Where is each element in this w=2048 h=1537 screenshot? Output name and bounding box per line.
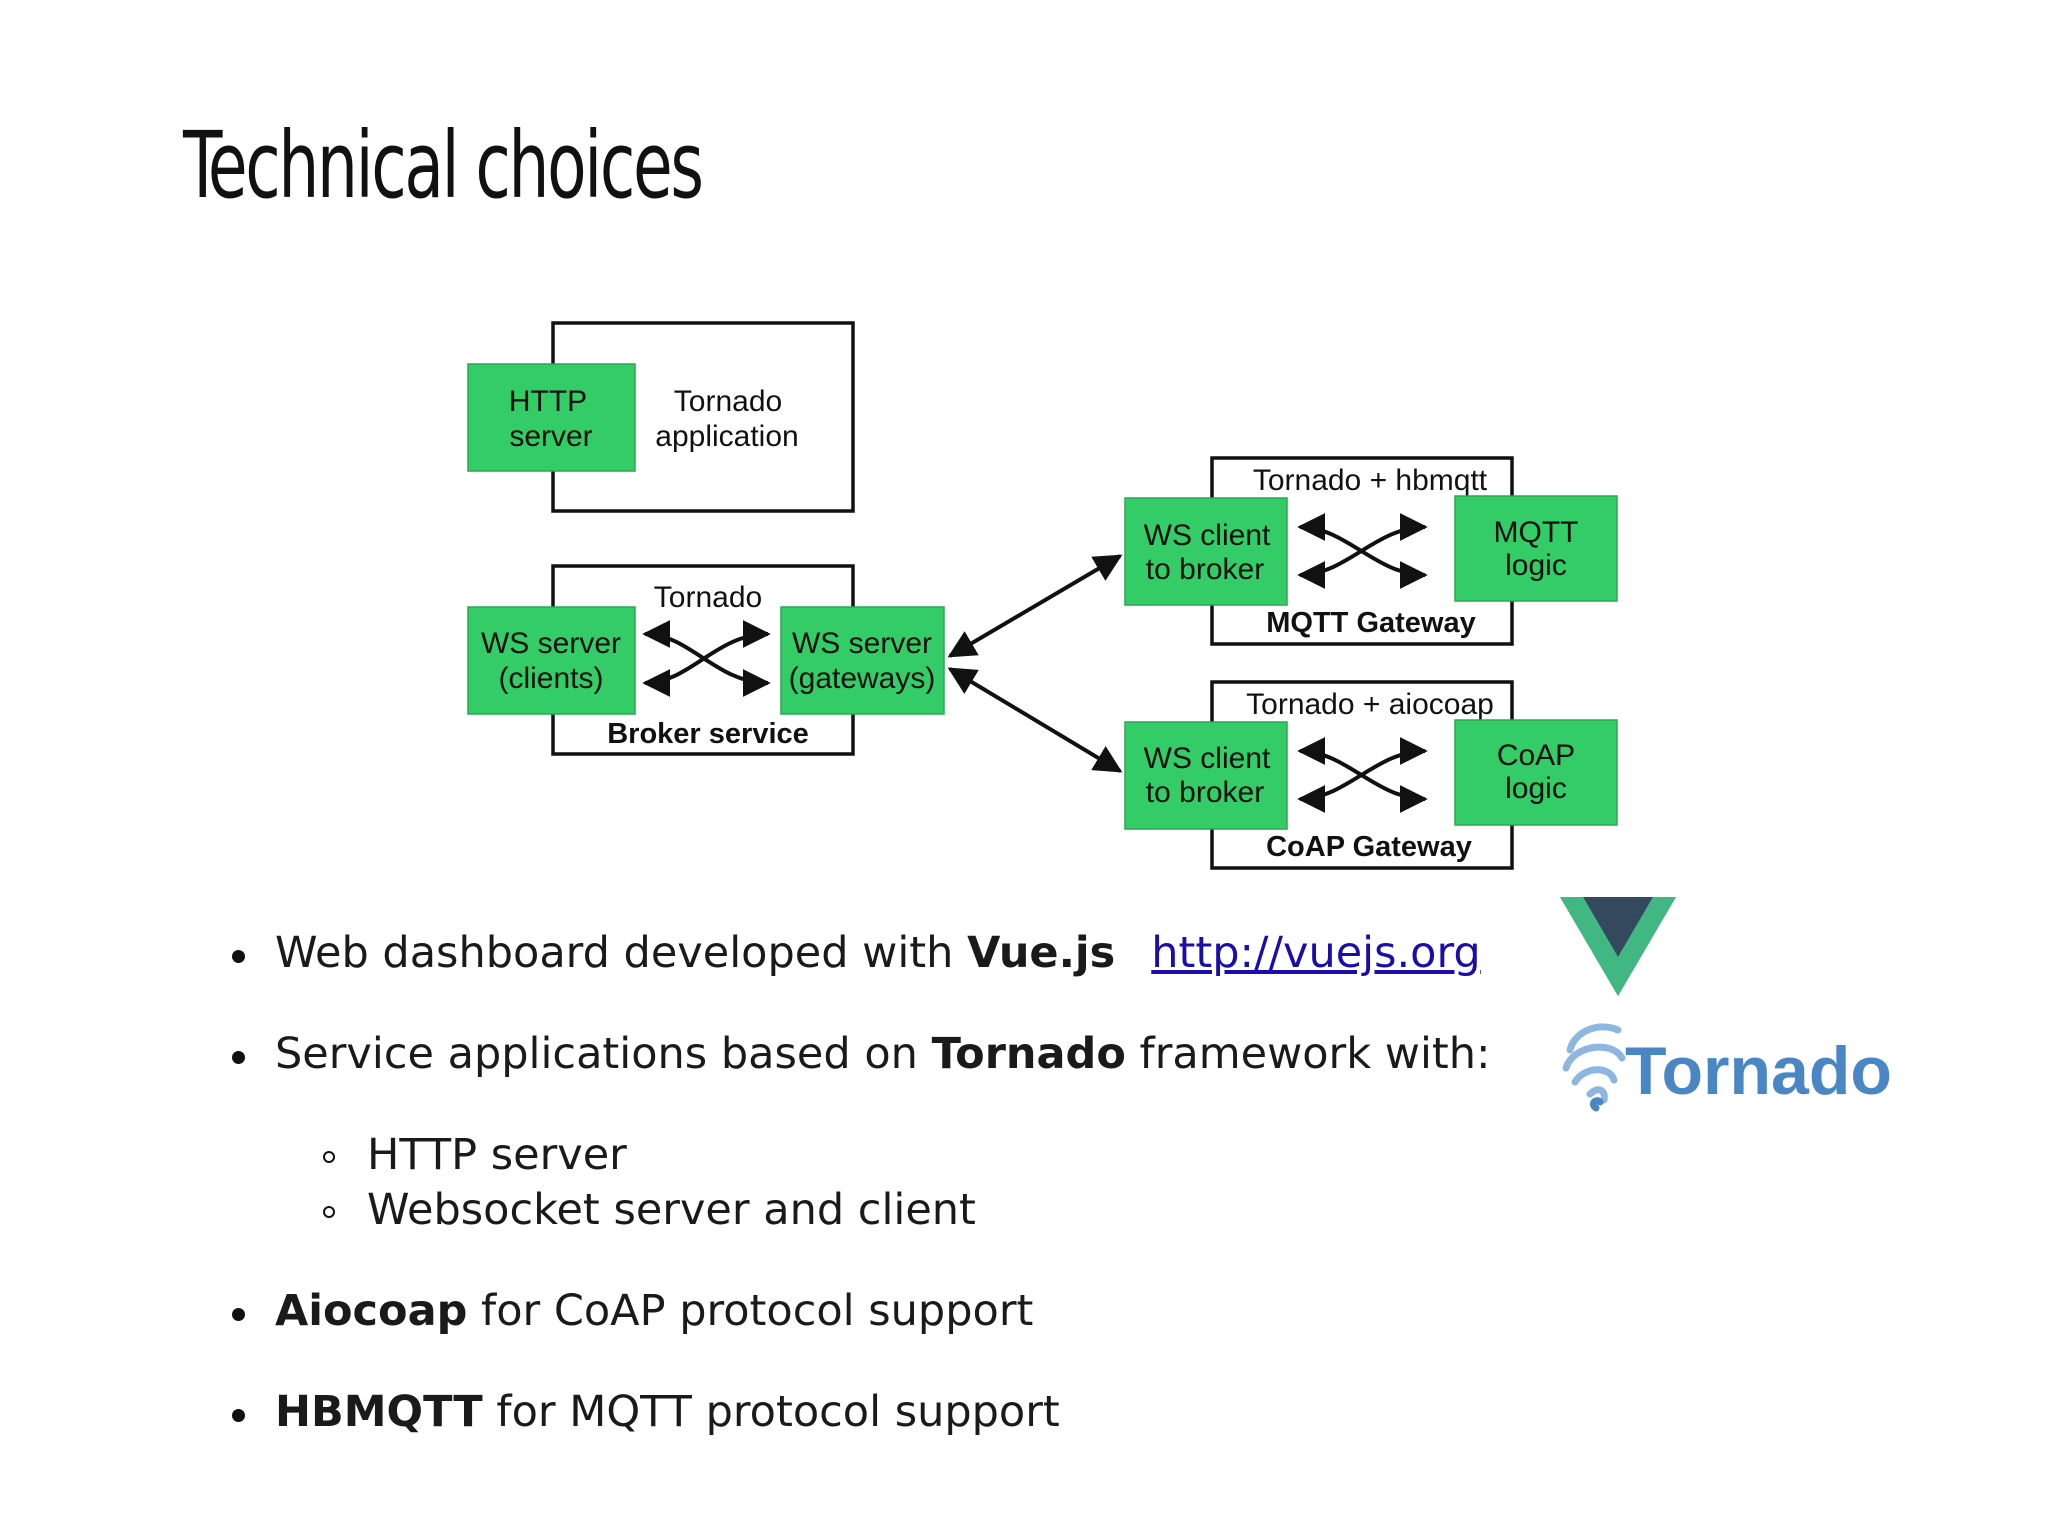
mqtt-ws-client-label-1: WS client	[1144, 519, 1271, 552]
tornado-application-label-1: Tornado	[674, 385, 782, 418]
sub-bullet-circle	[323, 1151, 335, 1163]
http-server-box	[467, 363, 636, 472]
tornado-swirl-icon	[1562, 1023, 1626, 1112]
mqtt-ws-client-box	[1124, 497, 1288, 606]
broker-header: Tornado	[654, 581, 762, 614]
bullet-tornado-text: Service applications based on	[275, 1029, 932, 1079]
coap-gateway-block: Tornado + aiocoap WS client to broker Co…	[1124, 680, 1618, 870]
coap-ws-client-box	[1124, 721, 1288, 830]
slide-title: Technical choices	[183, 112, 704, 219]
broker-gateway-connectors	[947, 554, 1123, 773]
bullet-aiocoap-text: for CoAP protocol support	[467, 1286, 1034, 1336]
vuejs-link[interactable]: http://vuejs.org	[1151, 928, 1481, 978]
bullet-hbmqtt-text: for MQTT protocol support	[482, 1387, 1060, 1437]
bullet-vuejs-text: Web dashboard developed with	[275, 928, 968, 978]
coap-gateway-footer: CoAP Gateway	[1266, 831, 1472, 863]
http-server-label-1: HTTP	[509, 385, 587, 418]
http-server-label-2: server	[509, 420, 592, 453]
bullet-dot	[232, 1409, 245, 1422]
bullet-tornado: Service applications based on Tornado fr…	[275, 1029, 1491, 1079]
coap-logic-label-2: logic	[1505, 772, 1567, 805]
ws-server-clients-label-2: (clients)	[498, 662, 603, 695]
broker-footer: Broker service	[607, 718, 809, 750]
ws-server-clients-label-1: WS server	[481, 627, 621, 660]
tornado-logo-text: Tornado	[1625, 1033, 1892, 1109]
tornado-application-label-2: application	[655, 420, 798, 453]
bullet-hbmqtt: HBMQTT for MQTT protocol support	[275, 1387, 1060, 1437]
bullet-dot	[232, 1308, 245, 1321]
mqtt-gateway-block: Tornado + hbmqtt WS client to broker MQT…	[1124, 456, 1618, 646]
bullet-vuejs: Web dashboard developed with Vue.js http:…	[275, 928, 1481, 978]
bullet-tornado-bold: Tornado	[931, 1029, 1126, 1079]
coap-ws-client-label-1: WS client	[1144, 742, 1271, 775]
coap-logic-box	[1454, 719, 1618, 826]
coap-ws-client-label-2: to broker	[1146, 776, 1264, 809]
sub-bullet-websocket: Websocket server and client	[367, 1185, 976, 1235]
sub-bullet-http-server: HTTP server	[367, 1130, 627, 1180]
vue-logo-icon	[1560, 897, 1676, 996]
broker-crossover-arrows-icon	[642, 620, 771, 697]
mqtt-crossover-arrows-icon	[1297, 513, 1428, 589]
tornado-application-block: HTTP server Tornado application	[467, 321, 855, 513]
ws-server-clients-box	[467, 606, 636, 715]
mqtt-gateway-footer: MQTT Gateway	[1266, 607, 1476, 639]
bullet-dot	[232, 950, 245, 963]
mqtt-ws-client-label-2: to broker	[1146, 553, 1264, 586]
mqtt-logic-label-1: MQTT	[1494, 516, 1579, 549]
ws-server-gateways-label-2: (gateways)	[789, 662, 936, 695]
coap-gateway-header: Tornado + aiocoap	[1246, 688, 1494, 721]
mqtt-logic-label-2: logic	[1505, 549, 1567, 582]
bullet-aiocoap: Aiocoap for CoAP protocol support	[275, 1286, 1033, 1336]
ws-server-gateways-label-1: WS server	[792, 627, 932, 660]
bullet-aiocoap-bold: Aiocoap	[275, 1286, 468, 1336]
bullet-vuejs-bold: Vue.js	[967, 928, 1116, 978]
connector-to-mqtt	[947, 554, 1123, 658]
sub-bullet-circle	[323, 1206, 335, 1218]
coap-logic-label-1: CoAP	[1497, 739, 1575, 772]
bullet-tornado-suffix: framework with:	[1125, 1029, 1491, 1079]
ws-server-gateways-box	[780, 606, 945, 715]
bullet-dot	[232, 1051, 245, 1064]
bullet-hbmqtt-bold: HBMQTT	[275, 1387, 483, 1437]
mqtt-gateway-header: Tornado + hbmqtt	[1253, 464, 1488, 497]
coap-crossover-arrows-icon	[1297, 737, 1428, 813]
connector-to-coap	[947, 667, 1123, 773]
broker-service-block: Tornado WS server (clients) WS server (g…	[467, 564, 945, 756]
mqtt-logic-box	[1454, 495, 1618, 602]
